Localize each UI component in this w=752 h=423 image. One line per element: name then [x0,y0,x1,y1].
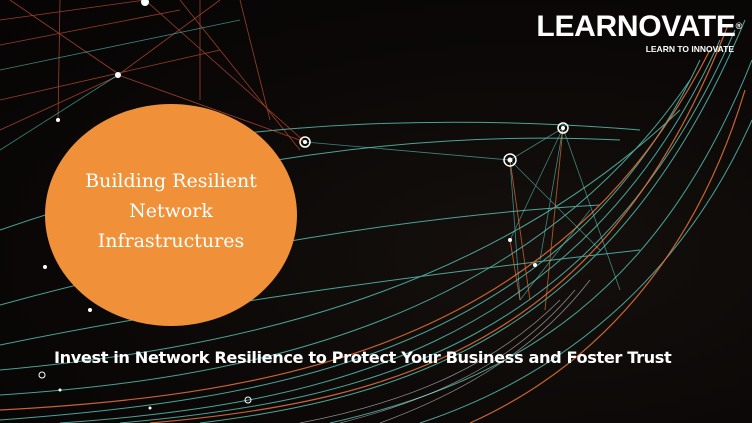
logo-wordmark-text: LEARNOVATE [536,10,736,43]
topic-badge: Building Resilient Network Infrastructur… [45,104,297,326]
logo-wordmark: LEARNOVATE® [536,12,742,42]
headline: Invest in Network Resilience to Protect … [54,348,672,367]
badge-title: Building Resilient Network Infrastructur… [85,170,257,252]
learnovate-logo: LEARNOVATE® LEARN TO INNOVATE [536,12,742,55]
logo-tagline: LEARN TO INNOVATE [645,44,734,54]
registered-mark: ® [735,21,743,31]
network-nodes [38,0,569,410]
